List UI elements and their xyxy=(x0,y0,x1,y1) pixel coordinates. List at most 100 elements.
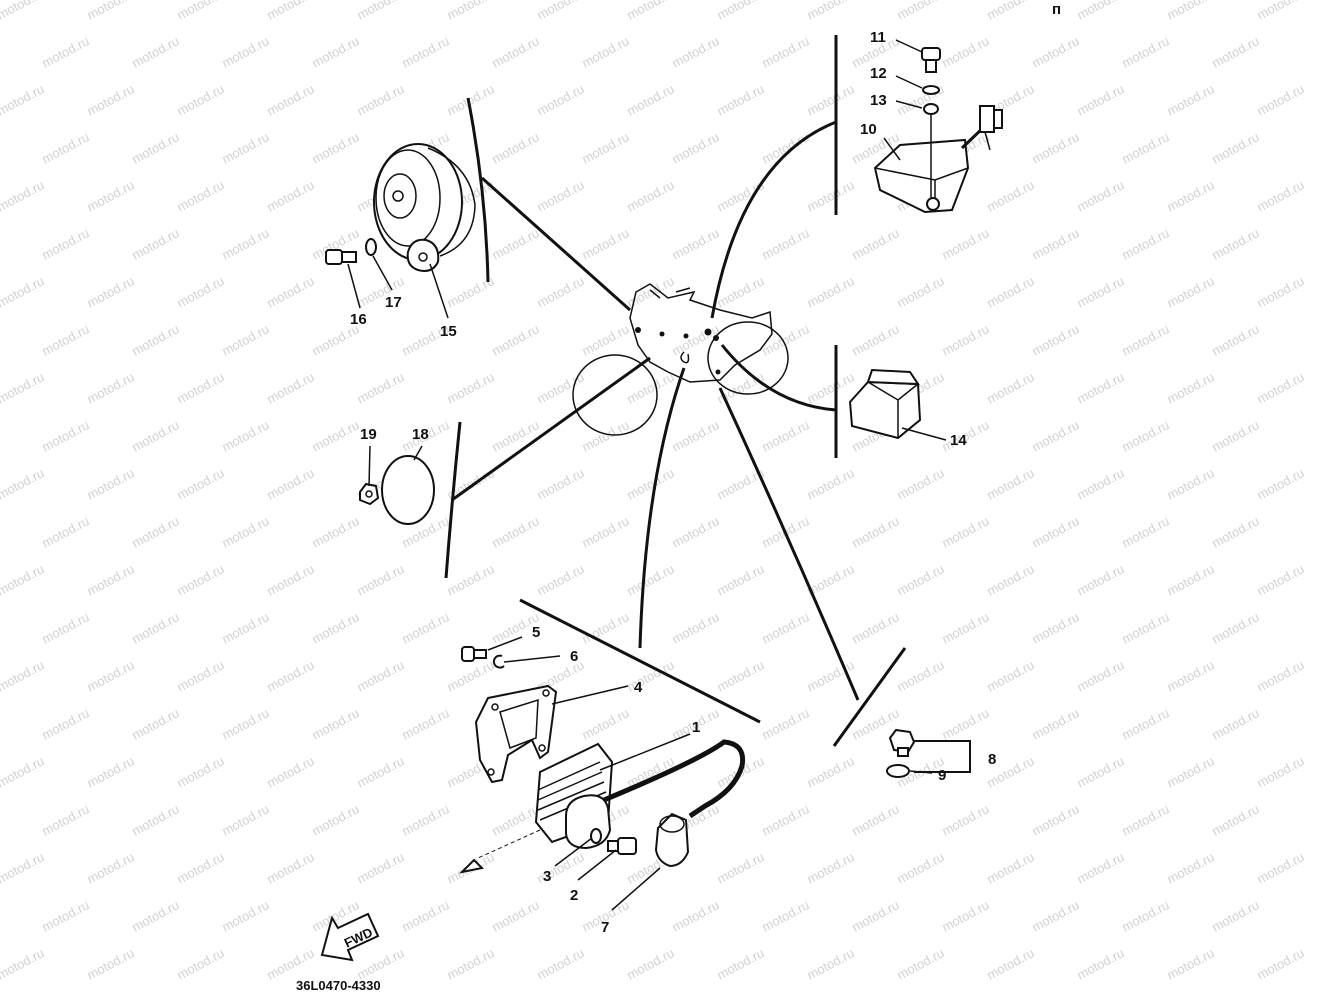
leader-7 xyxy=(611,867,661,911)
screw-2-shank xyxy=(607,840,619,852)
watermark-text: motod.ru xyxy=(534,465,586,502)
watermark-text: motod.ru xyxy=(1074,273,1126,310)
watermark-text: motod.ru xyxy=(174,945,226,982)
watermark-text: motod.ru xyxy=(174,369,226,406)
watermark-text: motod.ru xyxy=(1029,705,1081,742)
watermark-text: motod.ru xyxy=(804,753,856,790)
watermark-text: motod.ru xyxy=(84,0,136,23)
watermark-text: motod.ru xyxy=(0,561,47,598)
watermark-text: motod.ru xyxy=(759,417,811,454)
regulator-mount xyxy=(926,197,940,211)
mount-point xyxy=(715,369,721,375)
watermark-text: motod.ru xyxy=(0,465,47,502)
leader-16 xyxy=(347,263,361,309)
watermark-text: motod.ru xyxy=(1074,849,1126,886)
watermark-text: motod.ru xyxy=(489,513,541,550)
watermark-text: motod.ru xyxy=(84,369,136,406)
screw-11-head xyxy=(921,47,941,61)
watermark-text: motod.ru xyxy=(39,897,91,934)
watermark-text: motod.ru xyxy=(39,705,91,742)
watermark-text: motod.ru xyxy=(579,705,631,742)
callout-1: 1 xyxy=(692,719,700,736)
watermark-text: motod.ru xyxy=(0,369,47,406)
watermark-text: motod.ru xyxy=(714,945,766,982)
watermark-text: motod.ru xyxy=(1209,609,1261,646)
watermark-text: motod.ru xyxy=(1164,81,1216,118)
watermark-text: motod.ru xyxy=(39,33,91,70)
watermark-text: motod.ru xyxy=(264,465,316,502)
watermark-text: motod.ru xyxy=(1029,33,1081,70)
watermark-text: motod.ru xyxy=(624,369,676,406)
coil-axis xyxy=(477,829,541,859)
watermark-text: motod.ru xyxy=(534,945,586,982)
watermark-text: motod.ru xyxy=(669,225,721,262)
watermark-text: motod.ru xyxy=(849,513,901,550)
bolt-16 xyxy=(325,249,357,265)
watermark-text: motod.ru xyxy=(1164,273,1216,310)
watermark-text: motod.ru xyxy=(579,321,631,358)
corner-mark: п xyxy=(1052,1,1061,18)
mount-point xyxy=(680,351,690,364)
watermark-text: motod.ru xyxy=(984,561,1036,598)
washer-13 xyxy=(923,103,939,115)
watermark-text: motod.ru xyxy=(174,177,226,214)
watermark-text: motod.ru xyxy=(939,33,991,70)
watermark-text: motod.ru xyxy=(129,33,181,70)
switch-thread xyxy=(897,747,909,757)
watermark-text: motod.ru xyxy=(219,801,271,838)
watermark-text: motod.ru xyxy=(1254,0,1306,23)
watermark-text: motod.ru xyxy=(174,465,226,502)
callout-16: 16 xyxy=(350,311,367,328)
watermark-text: motod.ru xyxy=(1119,33,1171,70)
wire-coil xyxy=(638,367,686,649)
watermark-text: motod.ru xyxy=(939,225,991,262)
watermark-text: motod.ru xyxy=(579,129,631,166)
leader-11 xyxy=(895,39,923,53)
fwd-arrow: FWD xyxy=(320,912,380,962)
watermark-text: motod.ru xyxy=(444,561,496,598)
watermark-text: motod.ru xyxy=(174,0,226,23)
watermark-text: motod.ru xyxy=(714,369,766,406)
watermark-text: motod.ru xyxy=(804,849,856,886)
callout-19: 19 xyxy=(360,426,377,443)
watermark-text: motod.ru xyxy=(219,225,271,262)
watermark-text: motod.ru xyxy=(1119,129,1171,166)
watermark-text: motod.ru xyxy=(714,0,766,23)
watermark-text: motod.ru xyxy=(714,81,766,118)
bracket-hole xyxy=(487,768,495,776)
wire-cap xyxy=(451,356,651,502)
bracket-coil xyxy=(519,598,761,724)
watermark-text: motod.ru xyxy=(39,129,91,166)
callout-8: 8 xyxy=(988,751,996,768)
watermark-text: motod.ru xyxy=(354,753,406,790)
horn-back xyxy=(427,147,476,257)
watermark-text: motod.ru xyxy=(534,81,586,118)
watermark-text: motod.ru xyxy=(849,801,901,838)
bolt-5-head xyxy=(461,646,475,662)
watermark-text: motod.ru xyxy=(759,225,811,262)
watermark-text: motod.ru xyxy=(1254,561,1306,598)
leader-2 xyxy=(577,849,617,881)
leader-12 xyxy=(895,75,923,89)
watermark-text: motod.ru xyxy=(489,417,541,454)
callout-4: 4 xyxy=(634,679,643,696)
watermark-text: motod.ru xyxy=(84,465,136,502)
leader-lines xyxy=(347,39,947,911)
watermark-text: motod.ru xyxy=(714,561,766,598)
watermark-text: motod.ru xyxy=(669,33,721,70)
bracket-switch xyxy=(832,647,907,747)
plug-lead-core xyxy=(603,740,744,817)
watermark-text: motod.ru xyxy=(579,609,631,646)
watermark-text: motod.ru xyxy=(1164,369,1216,406)
watermark-text: motod.ru xyxy=(939,705,991,742)
callout-11: 11 xyxy=(870,29,886,46)
watermark-text: motod.ru xyxy=(534,177,586,214)
horn-bracket-hole xyxy=(418,252,428,262)
watermark-text: motod.ru xyxy=(39,609,91,646)
watermark-text: motod.ru xyxy=(714,177,766,214)
callout-10: 10 xyxy=(860,121,877,138)
watermark-text: motod.ru xyxy=(1119,321,1171,358)
watermark-text: motod.ru xyxy=(264,657,316,694)
bracket-hole xyxy=(538,744,546,752)
watermark-text: motod.ru xyxy=(39,321,91,358)
